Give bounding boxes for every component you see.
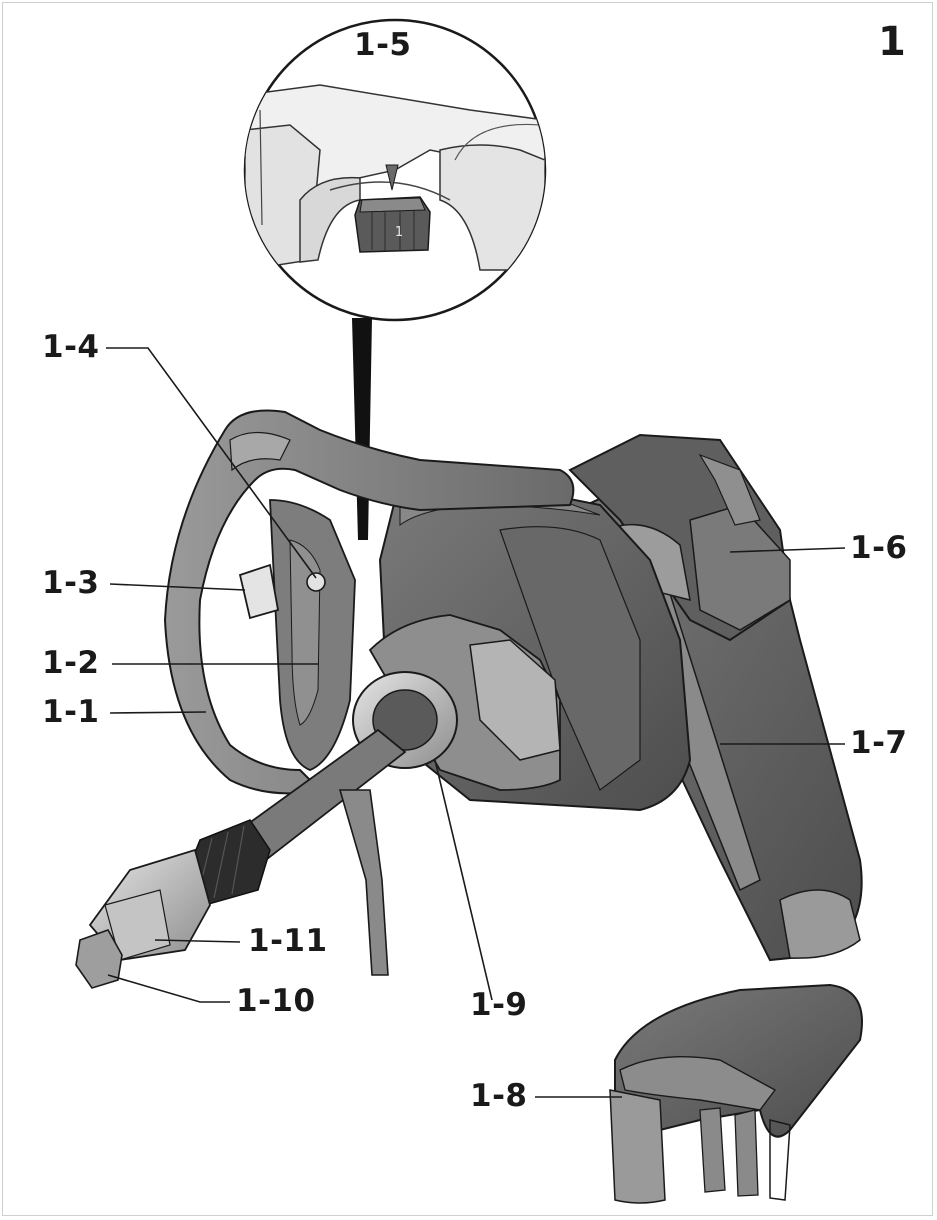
- leader-1-3: [109, 583, 246, 591]
- figure-number: 1: [878, 19, 906, 65]
- callout-1-9: 1-9: [470, 987, 528, 1023]
- detail-leader-cone: [352, 318, 372, 540]
- callout-1-7: 1-7: [850, 725, 908, 761]
- callout-1-11: 1-11: [248, 923, 328, 959]
- callout-1-8: 1-8: [470, 1078, 528, 1114]
- leader-1-4: [106, 347, 317, 579]
- leader-1-9: [434, 759, 493, 1001]
- callout-1-10: 1-10: [236, 983, 316, 1019]
- callout-1-5: 1-5: [354, 27, 412, 63]
- leader-1-11: [154, 939, 241, 943]
- callout-1-2: 1-2: [42, 645, 100, 681]
- leader-1-1: [109, 711, 207, 714]
- leader-1-10: [107, 974, 230, 1003]
- callout-1-1: 1-1: [42, 694, 100, 730]
- leader-1-6: [729, 547, 846, 553]
- callout-1-4: 1-4: [42, 329, 100, 365]
- leader-lines: [106, 347, 846, 1098]
- dial-digit: 1: [395, 225, 403, 240]
- callout-1-3: 1-3: [42, 565, 100, 601]
- mixer-tool: [75, 409, 863, 1204]
- detail-inset-speed-dial: 1: [243, 18, 547, 322]
- callout-1-6: 1-6: [850, 530, 908, 566]
